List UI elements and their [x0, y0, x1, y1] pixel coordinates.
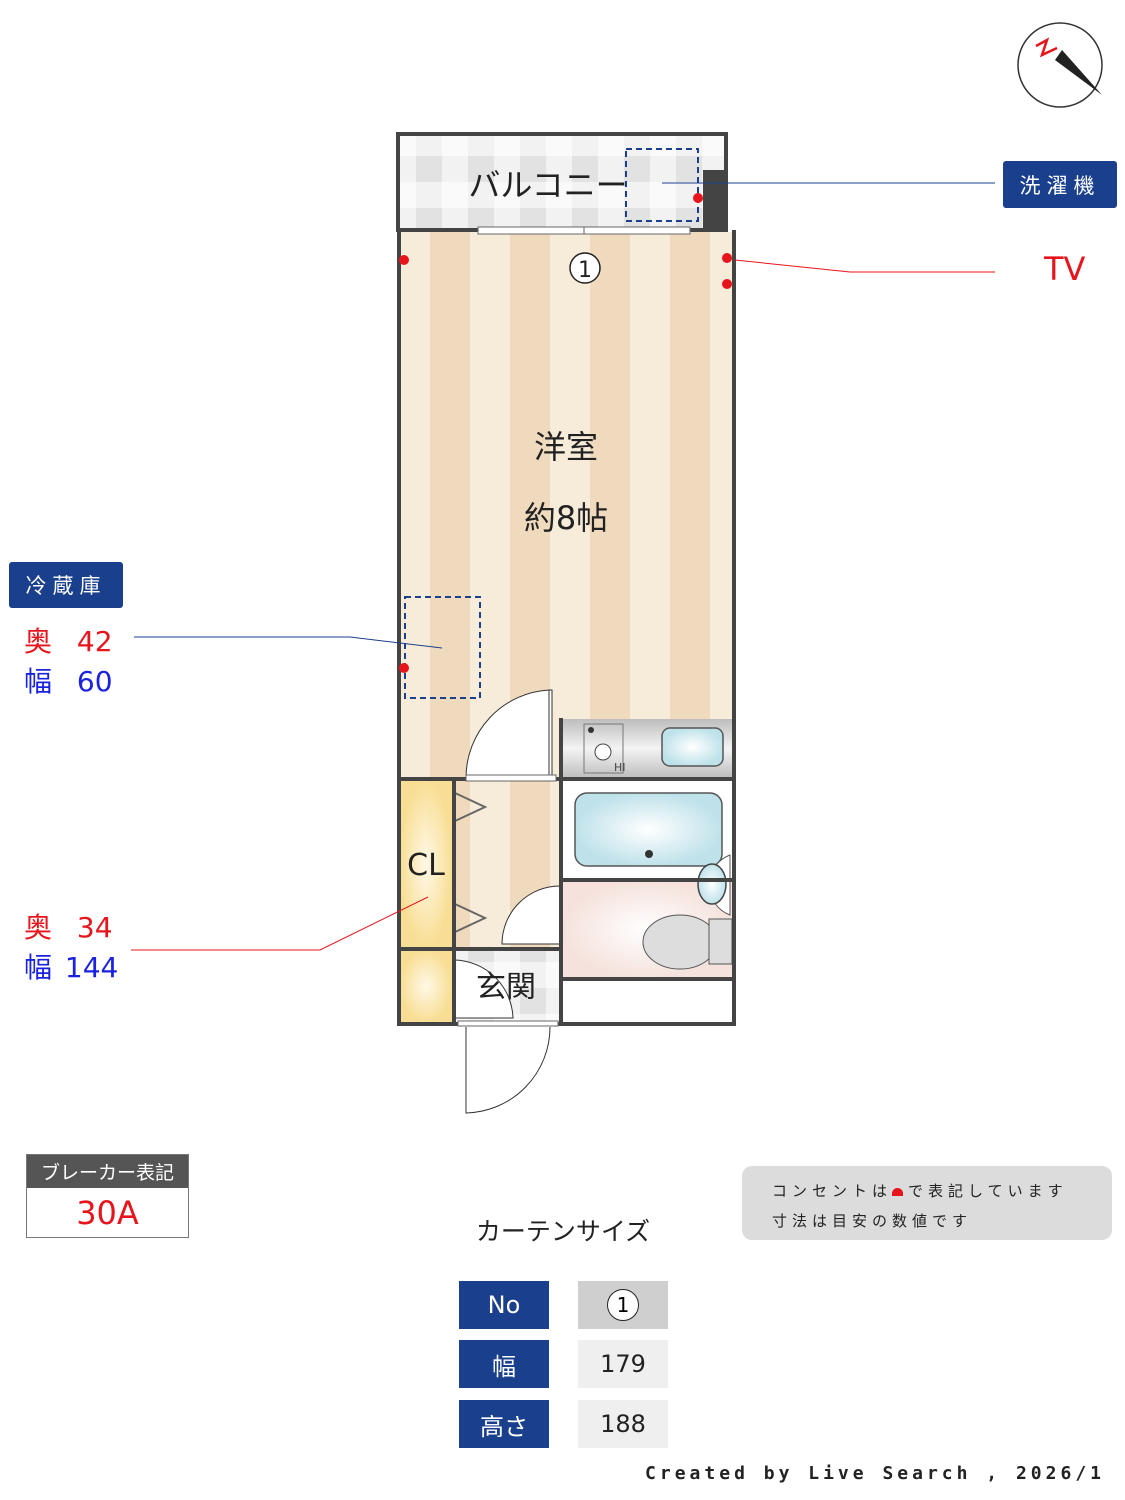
- balcony-label: バルコニー: [468, 166, 627, 204]
- breaker-box: ブレーカー表記 30A: [26, 1154, 189, 1238]
- curtain-height-label: 高さ: [459, 1400, 549, 1448]
- footer-credit: Created by Live Search , 2026/1: [645, 1463, 1105, 1484]
- curtain-no-value: 1: [578, 1281, 668, 1329]
- width-label: 幅: [24, 665, 53, 698]
- western-room: [399, 232, 733, 778]
- outlet-icon: [399, 663, 409, 673]
- curtain-no-label: No: [459, 1281, 549, 1329]
- closet-label: CL: [407, 848, 445, 883]
- outlet-icon: [693, 193, 703, 203]
- walls: [397, 230, 736, 1026]
- entrance-door: [465, 1026, 551, 1114]
- outlet-icon: [722, 279, 732, 289]
- kitchen-sink: [661, 727, 724, 767]
- notes-box: コンセントはで表記しています 寸法は目安の数値です: [742, 1166, 1112, 1240]
- window-number: 1: [578, 258, 592, 283]
- outlet-icon: [722, 253, 732, 263]
- window-number: 1: [607, 1289, 639, 1321]
- curtain-height-value: 188: [578, 1400, 668, 1448]
- room-size: 約8帖: [524, 499, 608, 537]
- curtain-width-label: 幅: [459, 1340, 549, 1388]
- washer-label: 洗濯機: [1003, 161, 1117, 208]
- depth-label: 奥: [24, 911, 53, 944]
- closet-width: 幅 144: [24, 946, 118, 986]
- note-text: コンセントは: [772, 1182, 893, 1200]
- curtain-title: カーテンサイズ: [475, 1217, 651, 1246]
- curtain-width-value: 179: [578, 1340, 668, 1388]
- bathtub: [574, 792, 723, 867]
- depth-label: 奥: [24, 625, 53, 658]
- fridge-label: 冷蔵庫: [9, 562, 123, 608]
- width-value: 144: [64, 951, 119, 984]
- depth-value: 42: [76, 625, 113, 658]
- note-text: で表記しています: [908, 1182, 1068, 1200]
- entrance-label: 玄関: [476, 970, 536, 1005]
- note-text: 寸法は目安の数値です: [772, 1212, 973, 1230]
- storage: [400, 950, 452, 1022]
- fridge-depth: 奥 42: [24, 620, 113, 660]
- closet-depth: 奥 34: [24, 906, 113, 946]
- stove: [583, 723, 624, 774]
- washer-space: [625, 148, 699, 222]
- outlet-icon: [399, 255, 409, 265]
- depth-value: 34: [76, 911, 113, 944]
- closet: [400, 780, 452, 948]
- tv-label: TV: [1044, 250, 1086, 288]
- width-value: 60: [76, 665, 113, 698]
- compass-icon: [1017, 22, 1103, 108]
- balcony: バルコニー: [396, 132, 728, 232]
- fridge-width: 幅 60: [24, 660, 113, 700]
- fridge-space: [404, 596, 481, 699]
- wash-basin: [697, 863, 727, 905]
- toilet: [642, 914, 718, 970]
- breaker-value: 30A: [76, 1193, 139, 1232]
- outlet-icon: [892, 1188, 904, 1196]
- room-name: 洋室: [534, 428, 598, 466]
- bath-door: [501, 885, 561, 945]
- width-label: 幅: [24, 951, 53, 984]
- outlets: [399, 193, 732, 673]
- room-door: [465, 689, 550, 779]
- stove-label: HI: [614, 761, 626, 774]
- breaker-title: ブレーカー表記: [27, 1155, 188, 1188]
